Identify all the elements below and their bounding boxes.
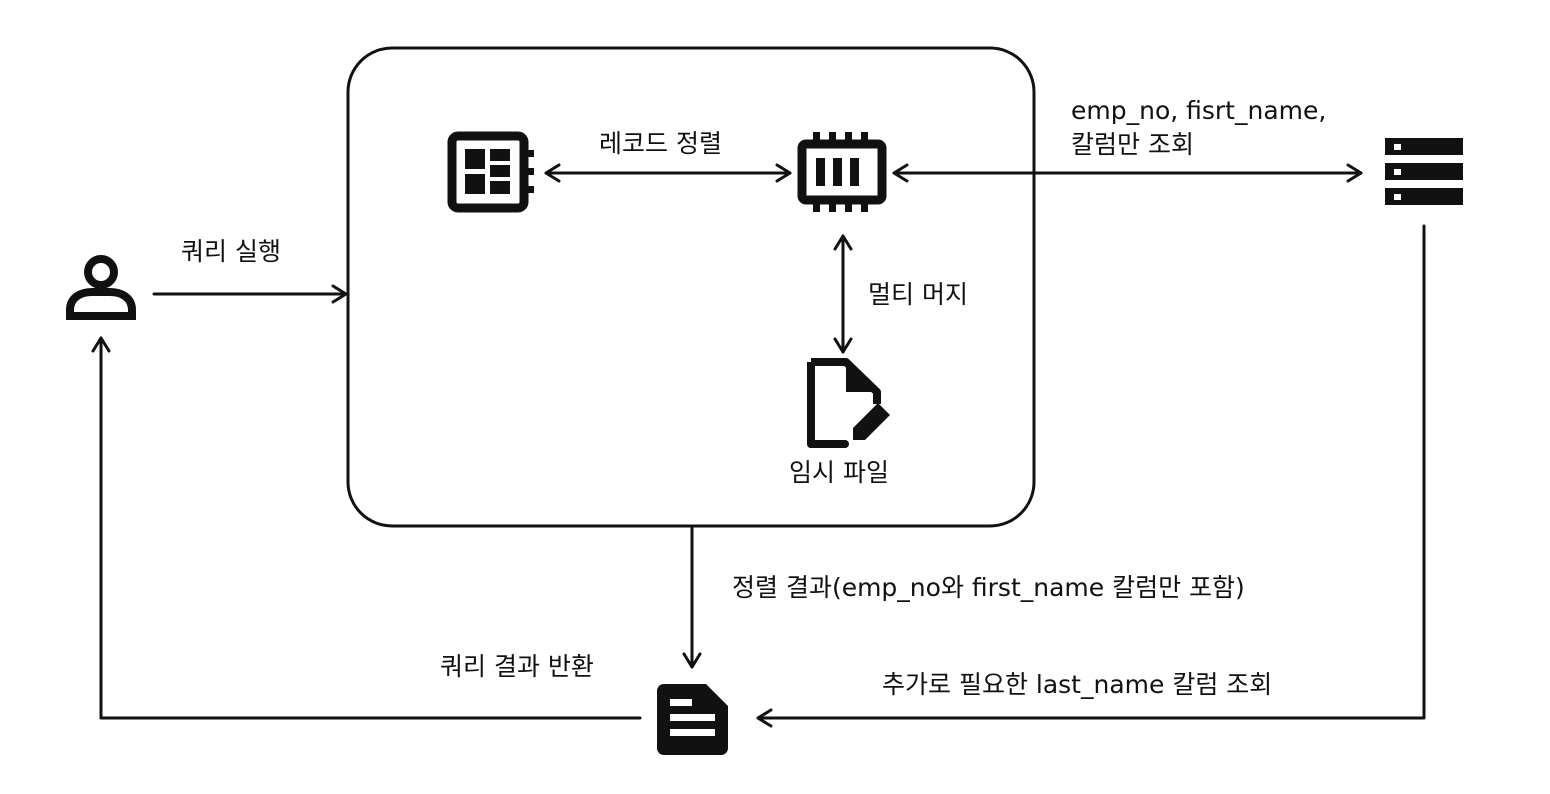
record-sort-label: 레코드 정렬	[599, 129, 722, 158]
sort-result-label: 정렬 결과(emp_no와 first_name 칼럼만 포함)	[732, 573, 1245, 602]
document-icon	[657, 684, 728, 755]
mysql-server-box	[346, 46, 1036, 528]
query-execute-label: 쿼리 실행	[181, 237, 281, 266]
additional-lookup-label: 추가로 필요한 last_name 칼럼 조회	[882, 670, 1273, 699]
return-result-label: 쿼리 결과 반환	[440, 652, 594, 681]
column-lookup-label-line1: emp_no, fisrt_name,	[1071, 96, 1327, 125]
column-lookup-label-line2: 칼럼만 조회	[1071, 130, 1194, 159]
cpu-chip-icon	[447, 131, 534, 213]
file-edit-icon	[807, 358, 890, 448]
memory-chip-icon	[797, 132, 887, 212]
return-result-arrow	[91, 336, 642, 720]
server-rack-icon	[1385, 138, 1463, 205]
temp-file-label: 임시 파일	[789, 458, 889, 487]
multi-merge-label: 멀티 머지	[868, 280, 968, 309]
user-icon	[66, 255, 136, 320]
additional-lookup-arrow	[756, 224, 1426, 728]
